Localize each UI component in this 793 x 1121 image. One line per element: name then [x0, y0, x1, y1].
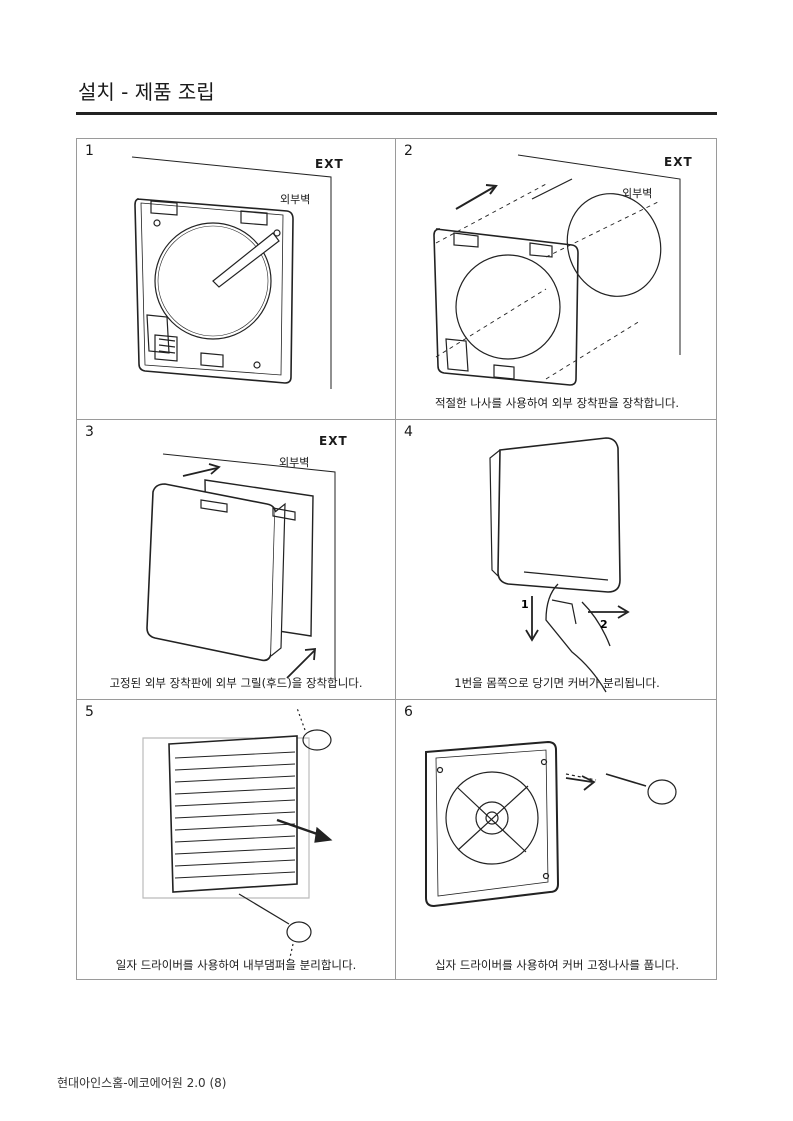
- step-number: 2: [404, 143, 413, 159]
- step-number: 6: [404, 704, 413, 720]
- step-number: 5: [85, 704, 94, 720]
- wall-label: 외부벽: [279, 456, 310, 469]
- step-1-illustration: [131, 156, 332, 389]
- wall-label: 외부벽: [622, 187, 653, 200]
- step-2-illustration: [433, 154, 681, 386]
- grid-divider-vertical: [395, 139, 396, 979]
- step-number: 1: [85, 143, 94, 159]
- page-footer: 현대아인스홈-에코에어원 2.0 (8): [57, 1076, 227, 1090]
- step-caption: 적절한 나사를 사용하여 외부 장착판을 장착합니다.: [434, 396, 680, 410]
- page-title: 설치 - 제품 조립: [78, 80, 215, 104]
- step-4-illustration: 1 2: [489, 437, 630, 693]
- step-caption: 십자 드라이버를 사용하여 커버 고정나사를 풉니다.: [434, 958, 680, 972]
- step-6-panel: 6 십자 드라이버를 사용하여 커버 고정나사를 풉니다.: [396, 700, 718, 981]
- ext-label: EXT: [315, 157, 344, 171]
- step-3-illustration: [146, 453, 336, 680]
- step-1-panel: 1 EXT 외부벽: [77, 139, 395, 419]
- step-6-illustration: [425, 740, 677, 908]
- step-number: 4: [404, 424, 413, 440]
- ext-label: EXT: [664, 155, 693, 169]
- step-5-illustration: [142, 707, 333, 963]
- step-4-panel: 4 1 2 1번을 몸쪽으로 당기면 커버가 분리됩니다.: [396, 420, 718, 699]
- arrow-2-label: 2: [600, 618, 608, 631]
- grid-divider-row1: [77, 419, 716, 420]
- step-5-panel: 5: [77, 700, 395, 981]
- ext-label: EXT: [319, 434, 348, 448]
- wall-label: 외부벽: [280, 193, 311, 206]
- grid-divider-row2: [77, 699, 716, 700]
- instruction-grid: 1 EXT 외부벽: [76, 138, 717, 980]
- step-caption: 고정된 외부 장착판에 외부 그릴(후드)을 장착합니다.: [109, 676, 363, 690]
- step-2-panel: 2 EXT 외부벽: [396, 139, 718, 419]
- arrow-1-label: 1: [521, 598, 529, 611]
- step-caption: 일자 드라이버를 사용하여 내부댐퍼을 분리합니다.: [115, 958, 357, 972]
- title-divider: [76, 112, 717, 115]
- step-number: 3: [85, 424, 94, 440]
- step-3-panel: 3 EXT 외부벽 고정된 외부 장착판에 외부 그릴(후드)을 장착합니다.: [77, 420, 395, 699]
- step-caption: 1번을 몸쪽으로 당기면 커버가 분리됩니다.: [454, 676, 660, 690]
